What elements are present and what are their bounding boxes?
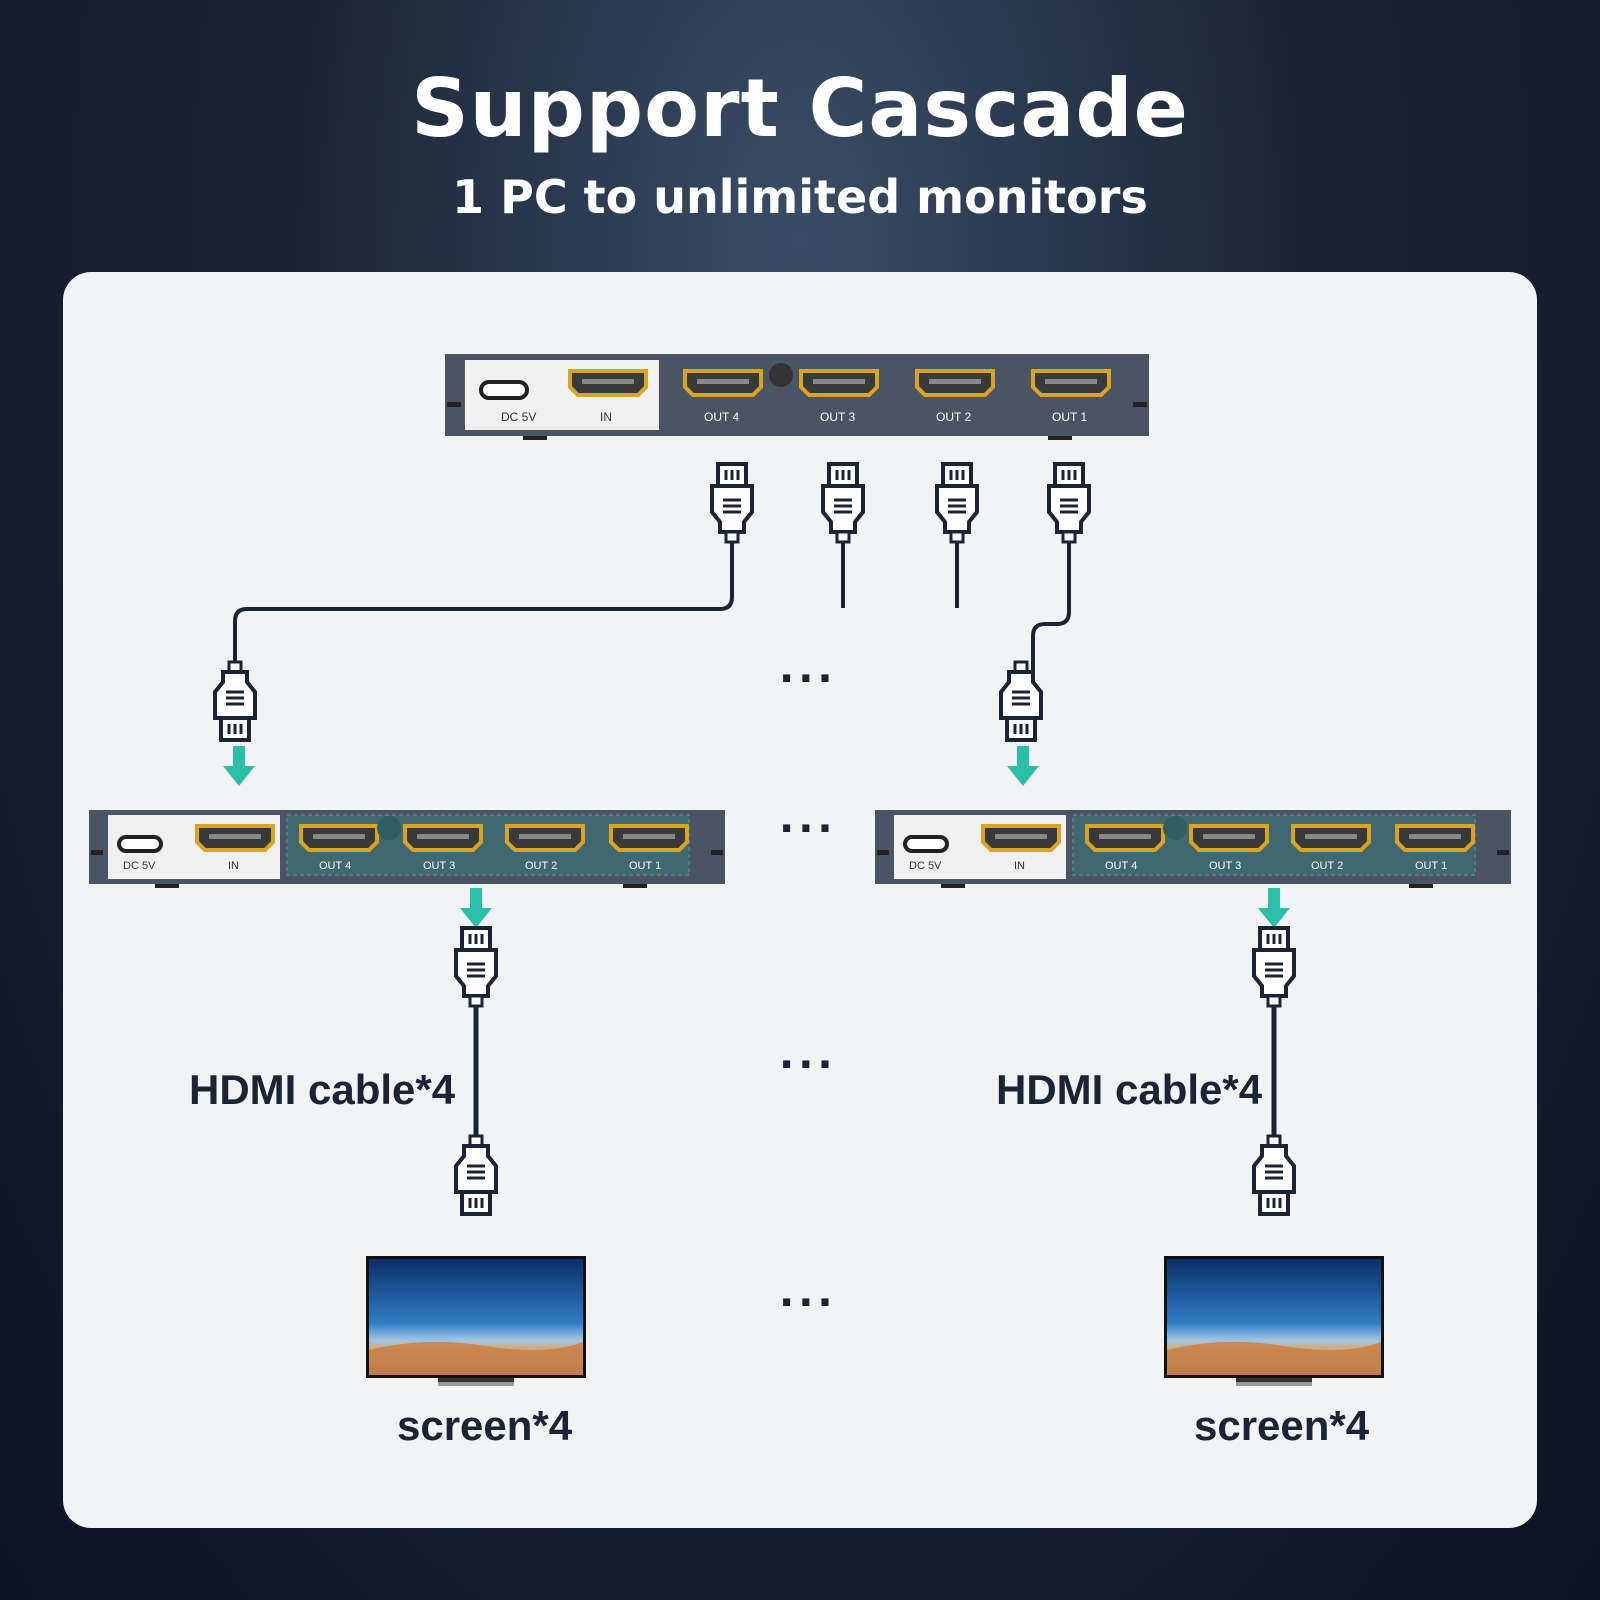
top-in-label: IN	[600, 410, 612, 424]
hdmi-cables-top	[233, 542, 1071, 672]
right-in-label: IN	[1014, 860, 1025, 872]
right-cable-label: HDMI cable*4	[996, 1066, 1263, 1113]
top-dc-label: DC 5V	[501, 410, 536, 424]
page-title: Support Cascade	[411, 62, 1189, 155]
down-arrow-icon	[223, 746, 255, 786]
left-in-label: IN	[228, 860, 239, 872]
hdmi-plug-icon	[1047, 462, 1091, 544]
left-screen-label: screen*4	[397, 1402, 573, 1449]
hdmi-plug-icon	[1252, 926, 1296, 1008]
hdmi-plug-icon	[999, 660, 1043, 742]
hdmi-plug-icon	[454, 926, 498, 1008]
down-arrow-icon	[1258, 888, 1290, 928]
diagram-panel: DC 5V IN OUT 4 OUT 3 OUT 2 OUT 1	[63, 272, 1537, 1528]
down-arrow-icon	[460, 888, 492, 928]
left-out3-label: OUT 3	[423, 860, 455, 872]
top-splitter: DC 5V IN OUT 4 OUT 3 OUT 2 OUT 1	[445, 354, 1149, 440]
right-out1-label: OUT 1	[1415, 860, 1447, 872]
left-cable-label: HDMI cable*4	[189, 1066, 456, 1113]
ellipsis-top: ...	[779, 646, 837, 692]
hdmi-plug-icon	[213, 660, 257, 742]
right-splitter: DC 5V IN OUT 4 OUT 3 OUT 2 OUT 1	[875, 810, 1511, 888]
cascade-diagram: DC 5V IN OUT 4 OUT 3 OUT 2 OUT 1	[89, 354, 1511, 1386]
left-dc-label: DC 5V	[123, 860, 156, 872]
left-out1-label: OUT 1	[629, 860, 661, 872]
left-splitter: DC 5V IN OUT 4 OUT 3 OUT 2 OUT 1	[89, 810, 725, 888]
top-out1-label: OUT 1	[1052, 410, 1087, 424]
ellipsis-cables: ...	[779, 1032, 837, 1078]
hdmi-plug-icon	[935, 462, 979, 544]
top-out2-label: OUT 2	[936, 410, 971, 424]
left-out2-label: OUT 2	[525, 860, 557, 872]
right-out3-label: OUT 3	[1209, 860, 1241, 872]
top-out3-label: OUT 3	[820, 410, 855, 424]
right-out4-label: OUT 4	[1105, 860, 1137, 872]
top-out4-label: OUT 4	[704, 410, 739, 424]
monitor-icon	[1164, 1256, 1384, 1386]
down-arrow-icon	[1007, 746, 1039, 786]
hdmi-plug-icon	[1252, 1134, 1296, 1216]
page-subtitle: 1 PC to unlimited monitors	[452, 170, 1148, 224]
ellipsis-screens: ...	[779, 1270, 837, 1316]
right-out2-label: OUT 2	[1311, 860, 1343, 872]
monitor-icon	[366, 1256, 586, 1386]
right-screen-label: screen*4	[1194, 1402, 1370, 1449]
hdmi-plug-icon	[454, 1134, 498, 1216]
right-dc-label: DC 5V	[909, 860, 942, 872]
hdmi-plug-icon	[710, 462, 754, 544]
ellipsis-splitters: ...	[779, 796, 837, 842]
left-out4-label: OUT 4	[319, 860, 351, 872]
hdmi-plug-icon	[821, 462, 865, 544]
